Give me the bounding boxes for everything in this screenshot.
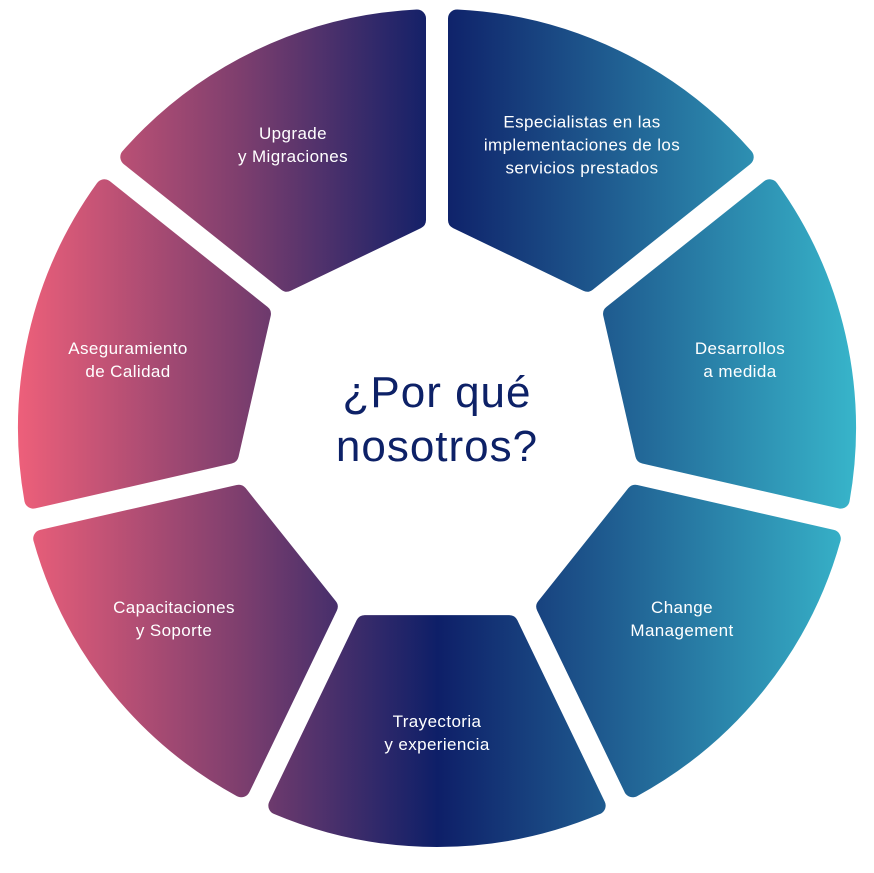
segment-label-line: Trayectoria [392, 712, 482, 731]
segment-label-especialistas: Especialistas en las implementaciones de … [484, 111, 680, 180]
segment-label-line: Upgrade [258, 124, 328, 143]
segment-label-line: y experiencia [384, 735, 490, 754]
segment-label-aseguramiento: Aseguramiento de Calidad [68, 337, 188, 383]
segment-especialistas [448, 9, 754, 292]
segment-change-management [536, 484, 841, 798]
segment-desarrollos [603, 179, 856, 509]
segment-label-line: Desarrollos [694, 339, 786, 358]
segment-label-line: Aseguramiento [68, 339, 188, 358]
segment-label-line: Change [651, 598, 713, 617]
center-title: ¿Por qué nosotros? [336, 366, 538, 474]
segment-trayectoria [268, 615, 606, 847]
center-title-line2: nosotros? [335, 422, 539, 471]
segment-label-line: Management [630, 621, 734, 640]
segment-label-upgrade: Upgrade y Migraciones [238, 122, 348, 168]
segment-label-line: Especialistas en las [503, 112, 661, 132]
segment-upgrade [120, 9, 426, 292]
segment-label-capacitaciones: Capacitaciones y Soporte [113, 596, 235, 642]
segment-capacitaciones [33, 484, 338, 798]
segment-label-line: servicios prestados [505, 158, 659, 178]
segment-label-line: implementaciones de los [483, 135, 681, 155]
segment-label-trayectoria: Trayectoria y experiencia [384, 710, 489, 756]
segment-label-line: a medida [703, 362, 777, 381]
segment-label-line: de Calidad [85, 362, 171, 381]
center-title-line1: ¿Por qué [342, 368, 532, 417]
segment-label-line: y Migraciones [237, 147, 349, 166]
segment-label-line: y Soporte [135, 621, 213, 640]
segment-label-desarrollos: Desarrollos a medida [695, 337, 785, 383]
segment-aseguramiento [18, 179, 271, 509]
segment-label-line: Capacitaciones [113, 598, 235, 617]
